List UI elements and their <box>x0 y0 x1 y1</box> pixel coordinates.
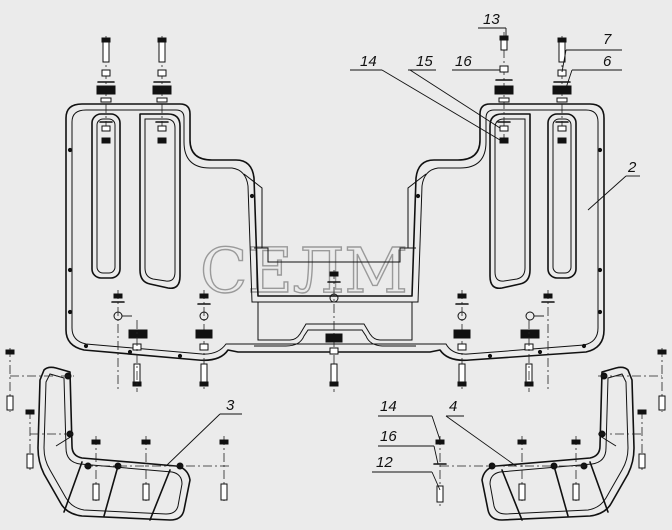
callout-16-top: 16 <box>455 53 472 70</box>
main-panel <box>65 103 605 362</box>
rivet-dots <box>67 147 603 359</box>
callout-7: 7 <box>603 31 612 48</box>
footrest-right <box>433 348 667 521</box>
callout-4: 4 <box>449 398 457 415</box>
callout-2: 2 <box>627 159 637 176</box>
callout-14-bottom: 14 <box>380 398 397 415</box>
callouts: 13 16 14 15 7 6 2 3 14 4 <box>165 11 640 491</box>
callout-3: 3 <box>226 397 235 414</box>
callout-13: 13 <box>483 11 500 28</box>
bottom-fasteners <box>111 270 555 392</box>
callout-14-top: 14 <box>360 53 377 70</box>
callout-16-bottom: 16 <box>380 428 397 445</box>
callout-6: 6 <box>603 53 612 70</box>
footrest-left <box>5 348 232 521</box>
callout-12: 12 <box>376 454 393 471</box>
callout-15: 15 <box>416 53 433 70</box>
top-fasteners <box>96 32 572 146</box>
